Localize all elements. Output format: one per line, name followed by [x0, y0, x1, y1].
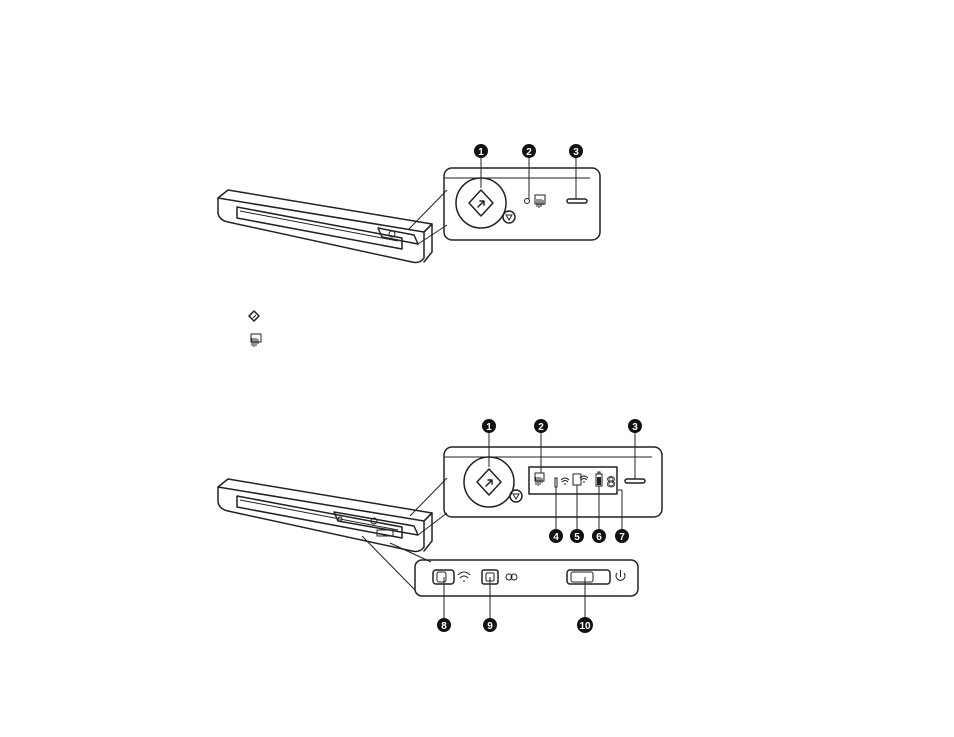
callout-1-d2: 1: [482, 419, 496, 467]
legend-start-icon: [249, 311, 259, 321]
callout-3-d2: 3: [628, 419, 642, 479]
svg-text:2: 2: [526, 147, 532, 158]
power-icon: [616, 570, 625, 580]
callout-3-d1: 3: [569, 144, 583, 199]
connect-icon: [506, 574, 517, 580]
paper-jam-icon-2: [535, 473, 544, 486]
callout-2-d1: 2: [522, 144, 536, 199]
wifi-connection-icon: [573, 474, 588, 485]
segment-display: 8: [606, 474, 616, 492]
control-panel-1: [444, 168, 600, 240]
svg-text:8: 8: [441, 621, 447, 632]
callout-9-d2: 9: [483, 577, 497, 632]
callout-8-d2: 8: [437, 577, 451, 632]
scanner-illustration-2: [218, 478, 447, 590]
svg-text:3: 3: [632, 422, 638, 433]
legend-paper-jam-icon: [251, 334, 261, 347]
svg-text:4: 4: [553, 532, 559, 543]
scanner-illustration-1: [218, 190, 447, 263]
callout-1-d1: 1: [474, 144, 488, 188]
power-light-2: [625, 479, 645, 483]
svg-text:7: 7: [619, 532, 625, 543]
wifi-icon: [458, 572, 470, 581]
power-switch[interactable]: [567, 570, 610, 584]
svg-text:2: 2: [538, 422, 544, 433]
svg-text:8: 8: [606, 474, 616, 492]
svg-text:1: 1: [486, 422, 492, 433]
battery-icon: [596, 472, 602, 486]
power-light: [567, 199, 587, 203]
svg-text:10: 10: [579, 621, 591, 632]
control-panel-2-side: [415, 560, 638, 596]
stop-button-2[interactable]: [510, 490, 522, 502]
wifi-signal-icon: [555, 478, 569, 487]
svg-text:3: 3: [573, 147, 579, 158]
svg-text:9: 9: [487, 621, 493, 632]
svg-text:1: 1: [478, 147, 484, 158]
status-light: [525, 199, 530, 204]
svg-text:6: 6: [596, 532, 602, 543]
paper-jam-icon: [535, 195, 545, 208]
control-panel-2-top: 8: [444, 447, 662, 517]
stop-button[interactable]: [503, 211, 515, 223]
callout-2-d2: 2: [534, 419, 548, 473]
svg-text:5: 5: [574, 532, 580, 543]
callout-10-d2: 10: [577, 577, 593, 633]
callout-4-d2: 4: [549, 487, 563, 543]
